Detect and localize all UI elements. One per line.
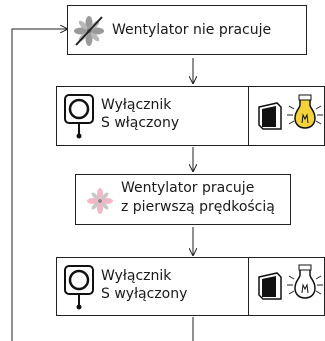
step-fan-speed-1-line2: z pierwszą prędkością (121, 199, 275, 215)
fan-icon (87, 188, 113, 214)
step-switch-off-line2: S wyłączony (101, 286, 188, 302)
switch-device-icon (64, 265, 94, 310)
step-fan-speed-1: Wentylator pracuje z pierwszą prędkością (75, 174, 291, 225)
step-fan-off: Wentylator nie pracuje (67, 5, 307, 55)
wall-switch-icon (258, 102, 282, 130)
light-bulb-off-icon (287, 264, 323, 299)
light-bulb-lit-icon (287, 94, 323, 129)
step-fan-speed-1-line1: Wentylator pracuje (121, 180, 255, 196)
step-fan-off-label: Wentylator nie pracuje (112, 22, 272, 38)
divider (248, 258, 249, 315)
step-switch-on: Wyłącznik S włączony (56, 86, 325, 146)
step-switch-off: Wyłącznik S wyłączony (56, 257, 325, 316)
step-switch-on-line1: Wyłącznik (101, 97, 172, 113)
switch-device-icon (64, 94, 94, 139)
wall-switch-icon (258, 272, 282, 300)
step-switch-on-line2: S włączony (101, 115, 180, 131)
loop-back-line (11, 29, 67, 341)
divider (248, 87, 249, 145)
step-switch-off-line1: Wyłącznik (101, 268, 172, 284)
fan-icon (74, 16, 104, 46)
